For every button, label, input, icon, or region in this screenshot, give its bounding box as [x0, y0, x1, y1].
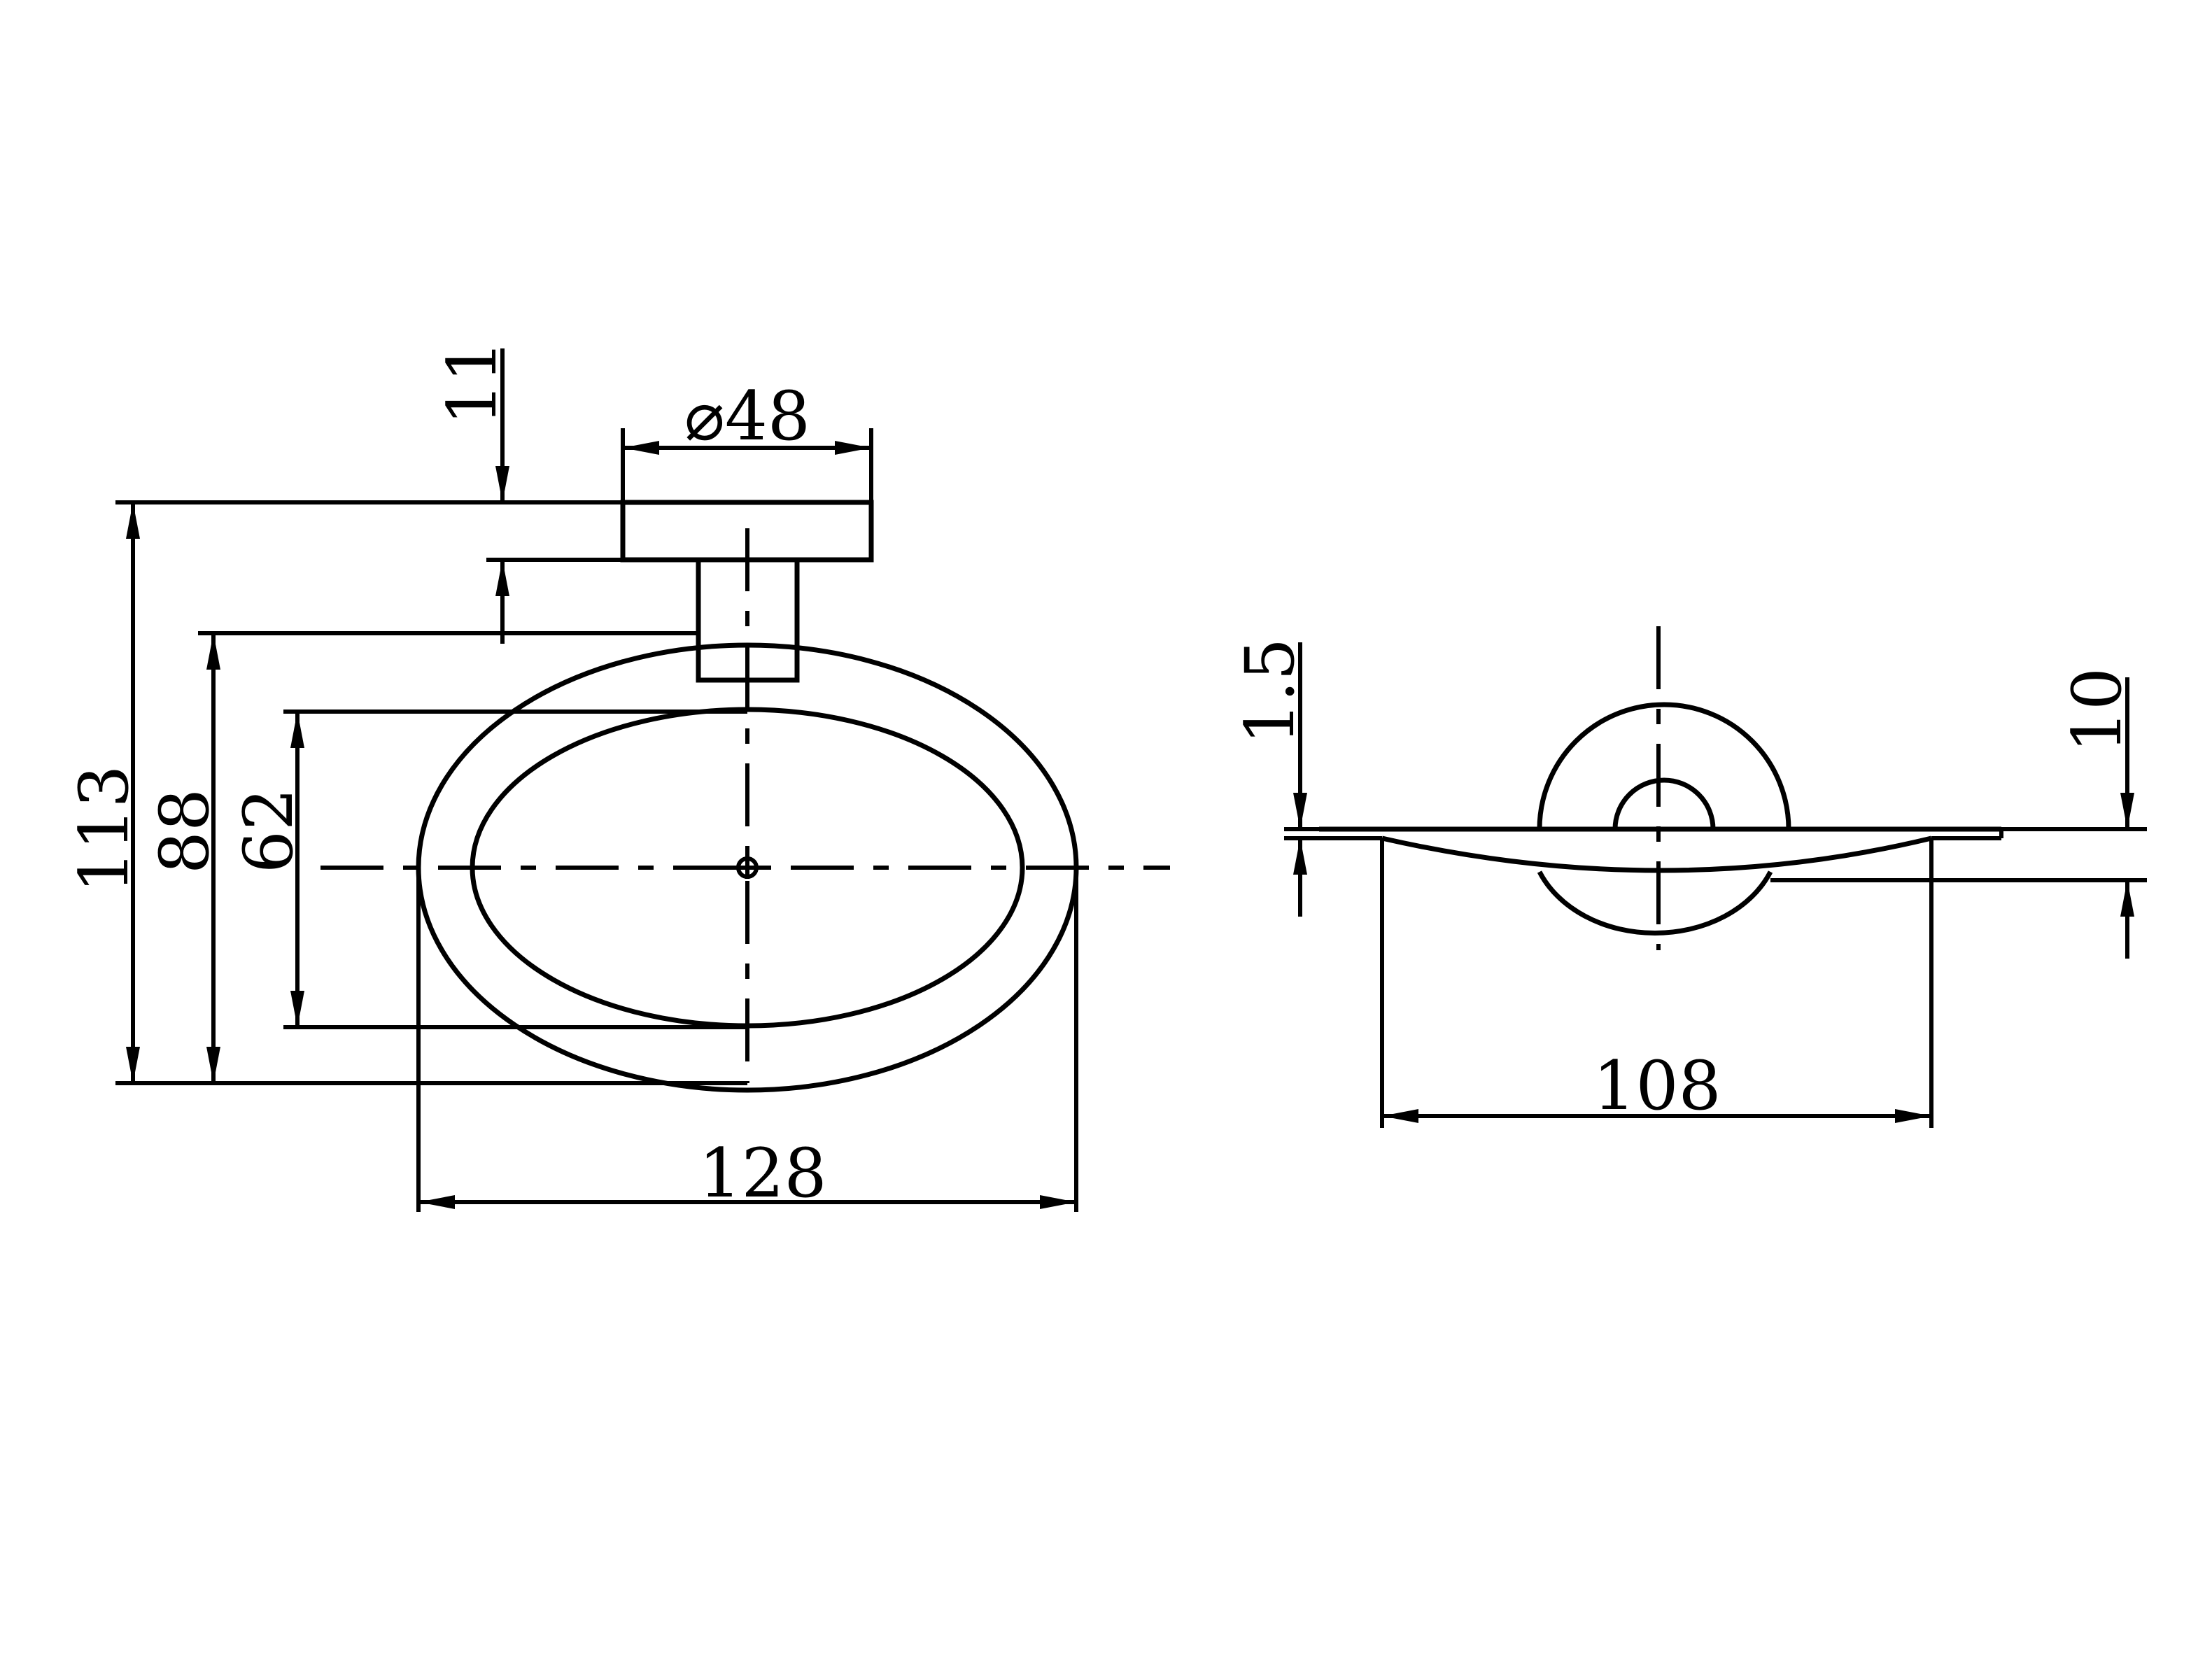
arrow-10-top [2120, 793, 2134, 829]
dim-15-label: 1.5 [1231, 638, 1309, 745]
post-upper-arc [1612, 777, 1716, 830]
arrow-108-right [1895, 1109, 1931, 1123]
dim-48-label: ⌀48 [684, 377, 810, 456]
flange-upper-arc [1537, 702, 1791, 830]
arrow-128-right [1040, 1195, 1076, 1209]
arrow-62-bottom [290, 991, 304, 1027]
side-view: 108 1.5 10 [1231, 626, 2147, 1128]
arrow-88-top [206, 633, 220, 670]
arrow-11-top [495, 466, 509, 502]
arrow-113-top [126, 502, 140, 539]
arrow-15-top [1293, 793, 1307, 829]
arrow-15-bottom [1293, 838, 1307, 875]
front-view: 113 88 62 11 ⌀48 128 [65, 340, 1170, 1213]
arrow-108-left [1382, 1109, 1418, 1123]
arrow-62-top [290, 712, 304, 748]
flange-lower-arc [1537, 870, 1773, 936]
dim-88-label: 88 [146, 789, 224, 874]
dim-10-label: 10 [2058, 668, 2136, 753]
arrow-128-left [418, 1195, 455, 1209]
dim-108-label: 108 [1593, 1047, 1721, 1125]
dim-11-label: 11 [433, 340, 512, 425]
arrow-10-bottom [2120, 880, 2134, 917]
arrow-113-bottom [126, 1047, 140, 1083]
arrow-48-right [835, 441, 871, 455]
arrow-48-left [623, 441, 659, 455]
arrow-11-bottom [495, 560, 509, 596]
arrow-88-bottom [206, 1047, 220, 1083]
dim-62-label: 62 [230, 788, 308, 873]
dim-113-label: 113 [65, 765, 143, 893]
dim-128-label: 128 [698, 1134, 826, 1213]
